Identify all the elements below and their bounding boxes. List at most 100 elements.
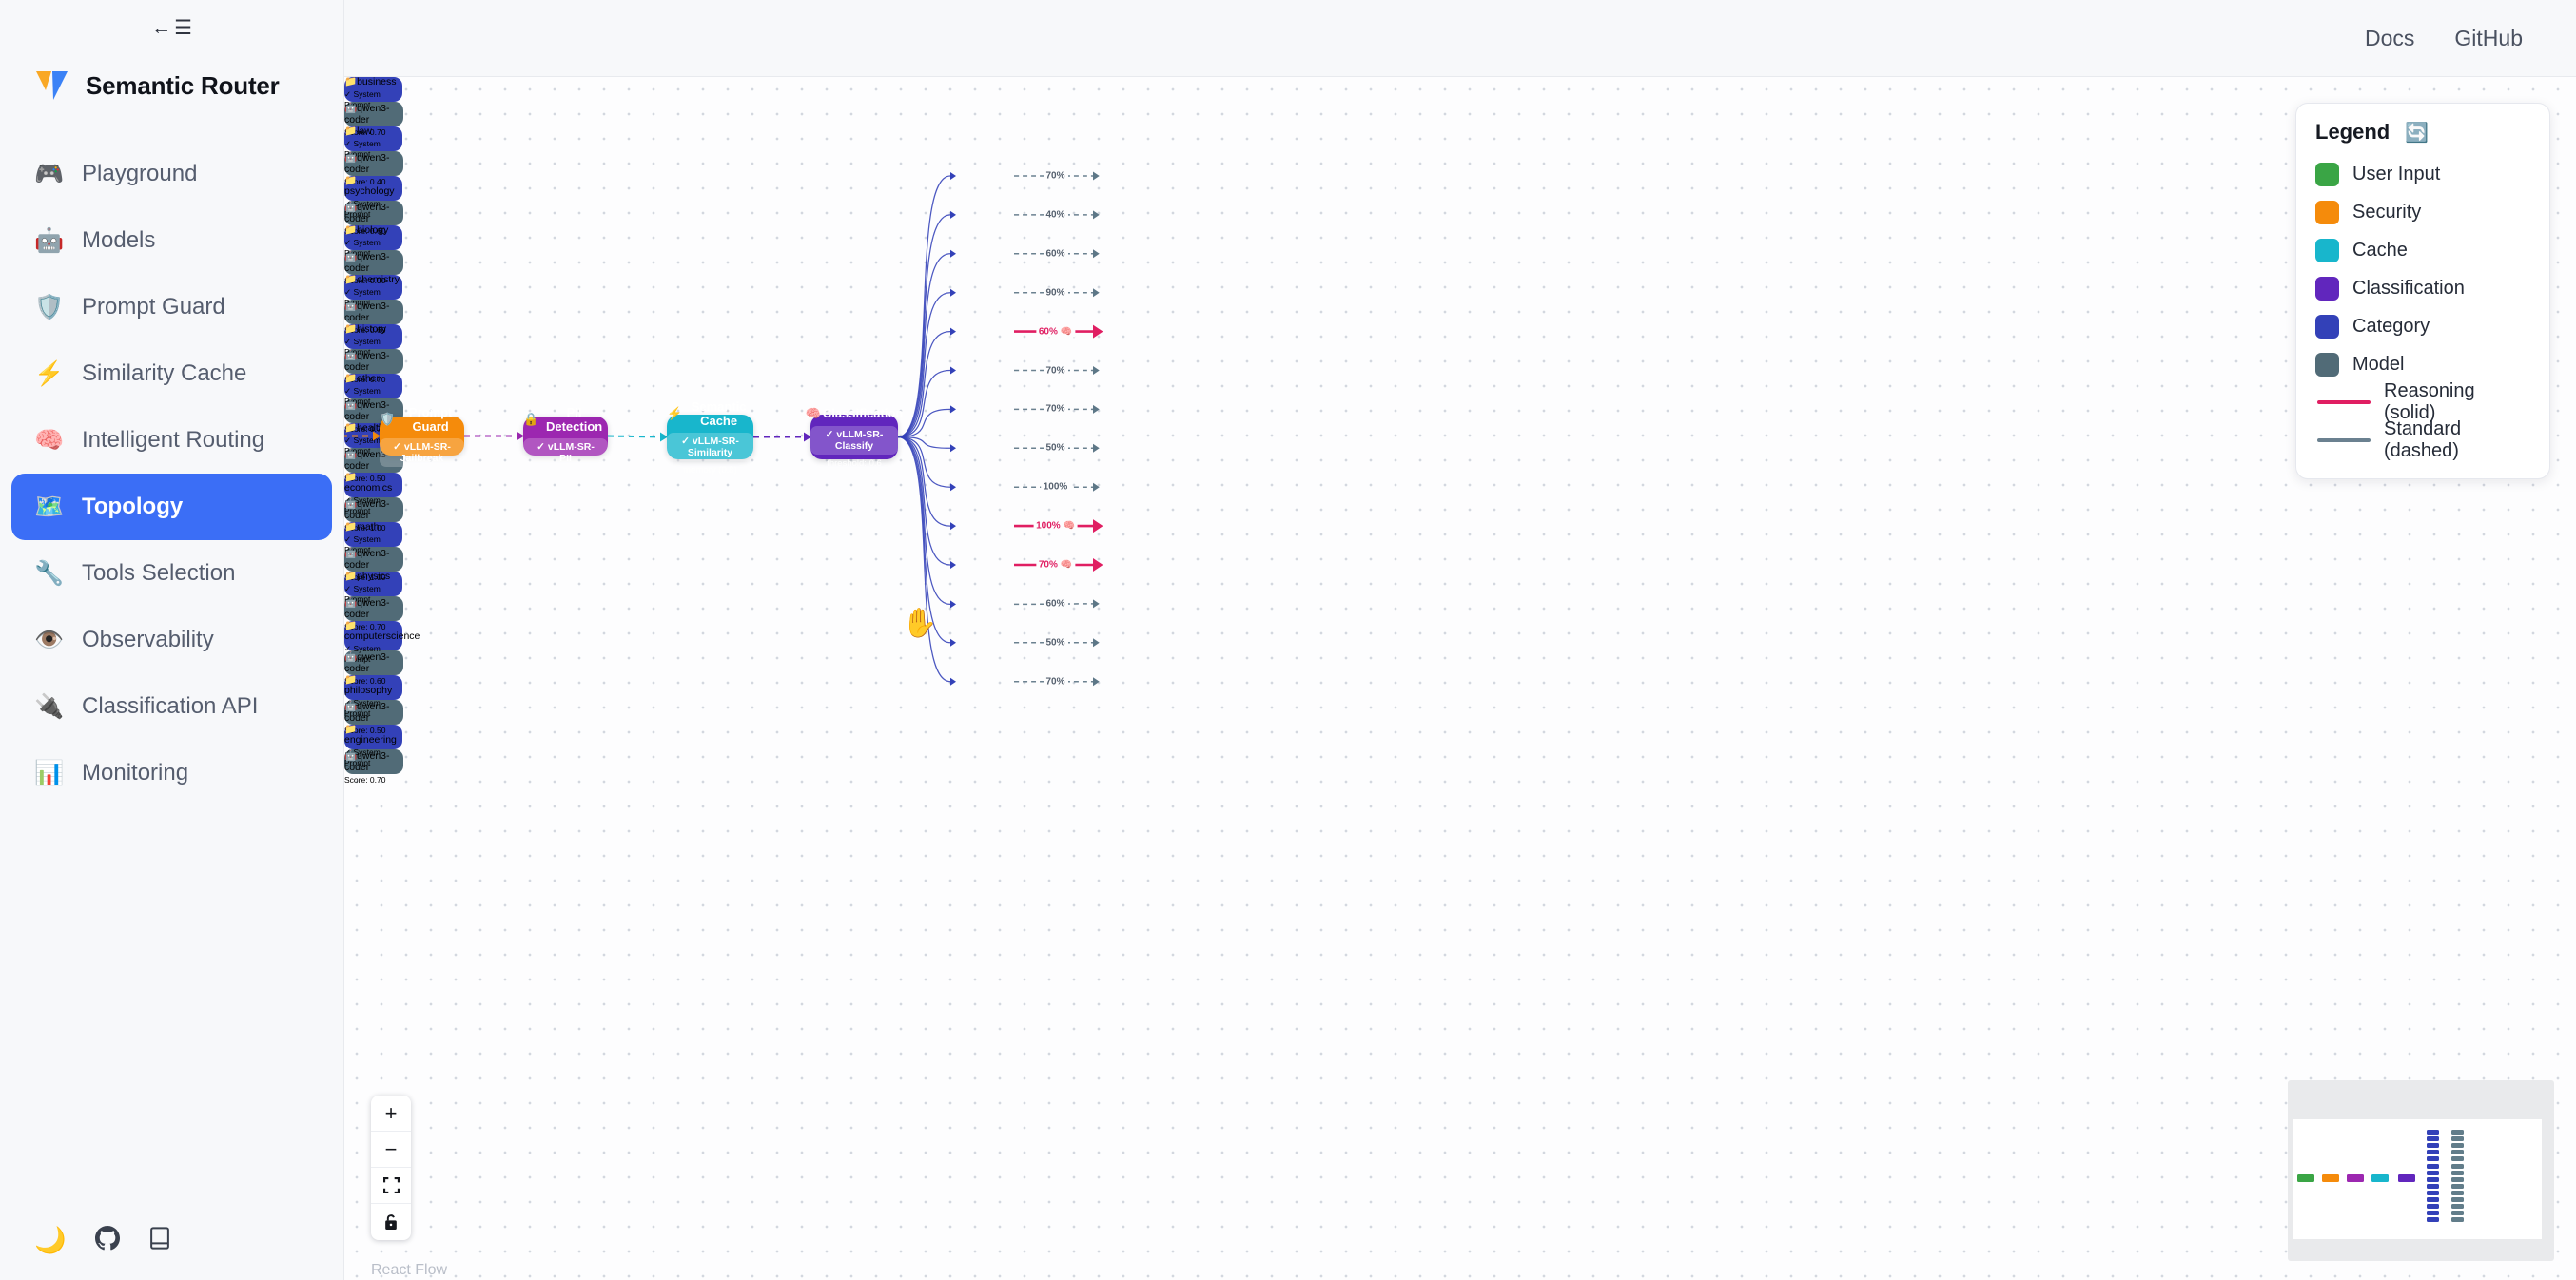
- zoom-in-button[interactable]: +: [371, 1096, 411, 1132]
- category-title: 📁chemistry: [344, 274, 402, 285]
- category-node-physics[interactable]: 📁physics✓ System Prompt: [344, 571, 402, 604]
- topology-canvas[interactable]: 👤User Query🛡️Prompt Guard✓ vLLM-SR-Jailb…: [344, 77, 2576, 1280]
- model-score: Score: 1.00: [344, 523, 386, 533]
- sidebar-item-similarity-cache[interactable]: ⚡ Similarity Cache: [11, 340, 332, 407]
- brand[interactable]: Semantic Router: [0, 55, 343, 116]
- edge-label-chemistry: 60% 🧠: [1035, 326, 1076, 338]
- edge-classification-to-business: [897, 175, 951, 438]
- model-score: Score: 0.70: [344, 375, 386, 384]
- minimap-node-model-10: [2451, 1197, 2464, 1202]
- category-node-math[interactable]: 📁math✓ System Prompt: [344, 521, 402, 554]
- sidebar-item-topology[interactable]: 🗺️ Topology: [11, 474, 332, 540]
- category-system-prompt: ✓ System Prompt: [344, 747, 381, 768]
- category-node-chemistry[interactable]: 📁chemistry✓ System Prompt: [344, 274, 402, 307]
- sidebar-item-observability[interactable]: 👁️ Observability: [11, 607, 332, 673]
- minimap[interactable]: [2288, 1080, 2554, 1261]
- robot-icon: 🤖: [344, 750, 358, 762]
- category-node-computer-science[interactable]: 📁 computerscience✓ System Prompt: [344, 620, 420, 664]
- sidebar-item-intelligent-routing[interactable]: 🧠 Intelligent Routing: [11, 407, 332, 474]
- book-icon[interactable]: [148, 1226, 171, 1255]
- edges-layer: [344, 171, 1103, 687]
- edge-arrowhead: [950, 600, 956, 609]
- model-score: Score: 1.00: [344, 572, 386, 582]
- node-guard[interactable]: 🛡️Prompt Guard✓ vLLM-SR-Jailbreak: [380, 405, 464, 467]
- sidebar-item-label: Monitoring: [82, 760, 189, 785]
- model-score: Score: 0.70: [344, 622, 386, 631]
- react-flow-viewport[interactable]: 👤User Query🛡️Prompt Guard✓ vLLM-SR-Jailb…: [344, 77, 2576, 1280]
- legend-item-model: Model: [2315, 345, 2530, 383]
- legend-item-category: Category: [2315, 307, 2530, 345]
- collapse-sidebar-icon[interactable]: ← ☰: [151, 18, 192, 38]
- minimap-node-category-7: [2427, 1176, 2439, 1182]
- edge-computer-science-to-model: [1013, 603, 1094, 606]
- legend-title: Legend: [2315, 120, 2391, 144]
- robot-icon: 🤖: [344, 350, 358, 361]
- topbar-github-link[interactable]: GitHub: [2454, 25, 2523, 50]
- category-node-business[interactable]: 📁business✓ System Prompt: [344, 77, 402, 109]
- sidebar-item-models[interactable]: 🤖 Models: [11, 207, 332, 274]
- brand-name: Semantic Router: [86, 70, 280, 100]
- category-node-biology[interactable]: 📁biology✓ System Prompt: [344, 224, 402, 258]
- category-node-history[interactable]: 📁history✓ System Prompt: [344, 323, 402, 357]
- category-node-philosophy[interactable]: 📁philosophy✓ System Prompt: [344, 674, 402, 718]
- category-node-psychology[interactable]: 📁psychology✓ System Prompt: [344, 175, 402, 219]
- sidebar-item-monitoring[interactable]: 📊 Monitoring: [11, 740, 332, 806]
- folder-icon: 📁: [344, 77, 358, 87]
- model-title: 🤖qwen3-coder: [344, 596, 403, 620]
- edge-arrowhead: [950, 638, 956, 647]
- category-node-engineering[interactable]: 📁engineering✓ System Prompt: [344, 724, 402, 767]
- minimap-node-pipeline-1: [2322, 1174, 2339, 1182]
- refresh-icon[interactable]: 🔄: [2405, 122, 2430, 144]
- sidebar-item-prompt-guard[interactable]: 🛡️ Prompt Guard: [11, 274, 332, 340]
- node-title: 🔒PII Detection: [523, 405, 608, 434]
- node-title-text: Classification: [822, 406, 904, 420]
- node-icon: 🧠: [805, 405, 821, 420]
- github-icon[interactable]: [94, 1226, 120, 1255]
- edge-classification-to-law: [897, 214, 951, 438]
- category-node-law[interactable]: 📁law✓ System Prompt: [344, 126, 402, 159]
- category-node-other[interactable]: 📁other✓ System Prompt: [344, 373, 402, 406]
- node-title-text: PII Detection: [545, 405, 603, 434]
- legend-item-cache: Cache: [2315, 231, 2530, 269]
- edge-arrowhead: [660, 432, 668, 442]
- lock-button[interactable]: [371, 1204, 411, 1240]
- minimap-node-model-3: [2451, 1150, 2464, 1155]
- category-system-prompt: ✓ System Prompt: [344, 238, 381, 259]
- minimap-node-category-12: [2427, 1211, 2439, 1216]
- legend-label: Cache: [2352, 239, 2408, 261]
- category-name: health: [357, 422, 384, 434]
- react-flow-attribution[interactable]: React Flow: [371, 1262, 448, 1278]
- category-node-economics[interactable]: 📁economics✓ System Prompt: [344, 472, 402, 515]
- sidebar-item-playground[interactable]: 🎮 Playground: [11, 141, 332, 207]
- edge-arrowhead: [373, 431, 381, 441]
- minimap-node-model-11: [2451, 1204, 2464, 1210]
- sidebar-item-classification-api[interactable]: 🔌 Classification API: [11, 673, 332, 740]
- fit-view-button[interactable]: [371, 1168, 411, 1204]
- folder-icon: 📁: [344, 323, 358, 335]
- legend-swatch-icon: [2315, 276, 2339, 301]
- edge-arrowhead: [950, 172, 956, 180]
- category-title: 📁math: [344, 521, 402, 533]
- dark-mode-toggle-icon[interactable]: 🌙: [34, 1226, 67, 1254]
- zoom-out-button[interactable]: −: [371, 1132, 411, 1168]
- node-pii[interactable]: 🔒PII Detection✓ vLLM-SR-PII: [523, 405, 608, 467]
- topbar-docs-link[interactable]: Docs: [2365, 25, 2415, 50]
- sidebar-item-tools-selection[interactable]: 🔧 Tools Selection: [11, 540, 332, 607]
